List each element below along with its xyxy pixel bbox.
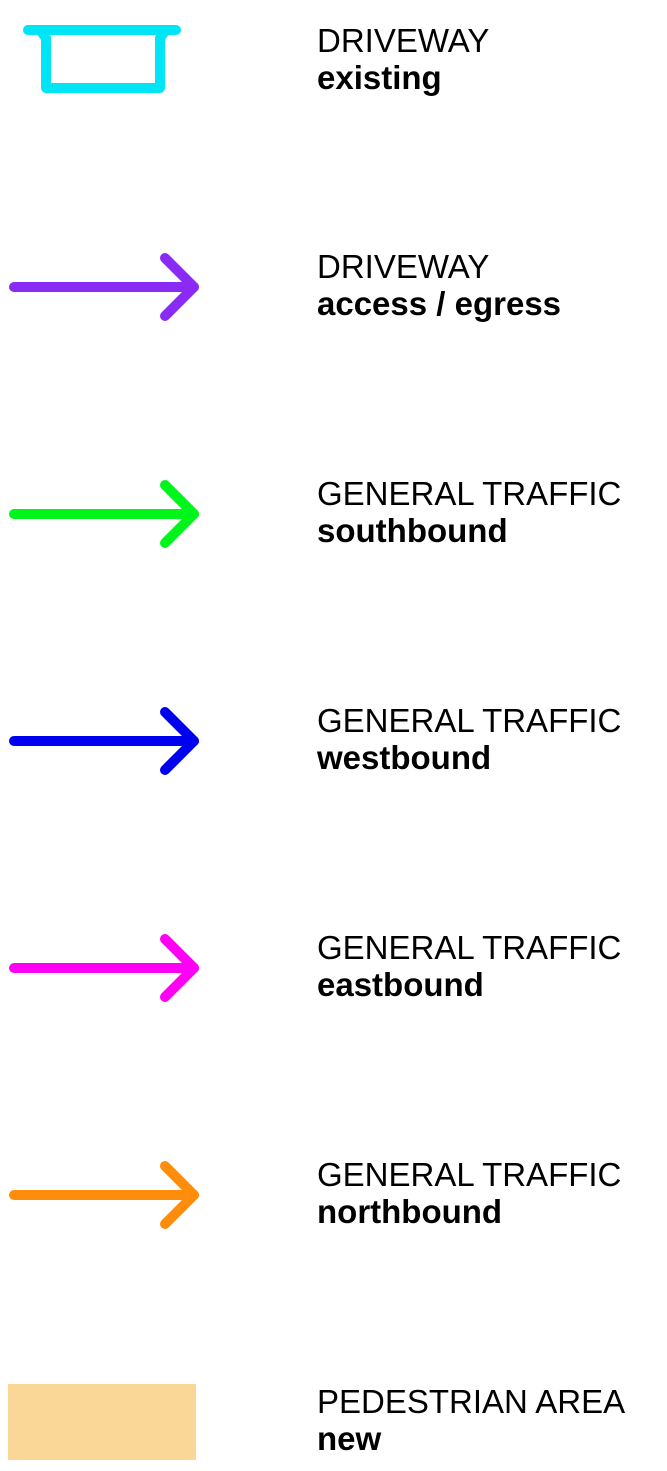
legend-subtitle: existing (317, 59, 442, 96)
arrow-shape (9, 707, 199, 775)
legend-subtitle: westbound (317, 739, 492, 776)
arrow-shape (9, 253, 199, 321)
legend-item-traffic-southbound: GENERAL TRAFFIC southbound (0, 461, 667, 581)
legend-label: GENERAL TRAFFIC westbound (317, 702, 621, 776)
arrow-shape (9, 480, 199, 548)
legend-label: GENERAL TRAFFIC eastbound (317, 929, 621, 1003)
driveway-outline-icon (0, 8, 220, 128)
legend-subtitle: access / egress (317, 285, 562, 322)
legend-subtitle: northbound (317, 1193, 503, 1230)
arrow-shape (9, 1161, 199, 1229)
legend-title: GENERAL TRAFFIC (317, 702, 622, 739)
legend-title: DRIVEWAY (317, 22, 490, 59)
arrow-shape (9, 934, 199, 1002)
arrow-right-icon (0, 688, 220, 808)
legend-title: DRIVEWAY (317, 248, 490, 285)
legend-title: GENERAL TRAFFIC (317, 475, 622, 512)
arrow-right-icon (0, 915, 220, 1035)
legend-subtitle: eastbound (317, 966, 484, 1003)
arrow-right-icon (0, 461, 220, 581)
legend-label: GENERAL TRAFFIC southbound (317, 475, 621, 549)
legend-label: GENERAL TRAFFIC northbound (317, 1156, 621, 1230)
legend-item-driveway-access: DRIVEWAY access / egress (0, 234, 667, 354)
legend-item-traffic-westbound: GENERAL TRAFFIC westbound (0, 688, 667, 808)
pedestrian-area-icon (0, 1369, 220, 1469)
arrow-right-icon (0, 1142, 220, 1262)
legend-title: PEDESTRIAN AREA (317, 1383, 626, 1420)
legend-item-traffic-northbound: GENERAL TRAFFIC northbound (0, 1142, 667, 1262)
legend-label: DRIVEWAY access / egress (317, 248, 561, 322)
legend-item-driveway-existing: DRIVEWAY existing (0, 8, 667, 128)
legend-label: PEDESTRIAN AREA new (317, 1383, 625, 1457)
legend-item-pedestrian-new: PEDESTRIAN AREA new (0, 1369, 667, 1469)
legend-subtitle: new (317, 1420, 382, 1457)
pedestrian-area-swatch (8, 1384, 196, 1460)
arrow-right-icon (0, 234, 220, 354)
legend-subtitle: southbound (317, 512, 508, 549)
legend-title: GENERAL TRAFFIC (317, 1156, 622, 1193)
legend-label: DRIVEWAY existing (317, 22, 489, 96)
legend-title: GENERAL TRAFFIC (317, 929, 622, 966)
driveway-outline-shape (23, 25, 181, 93)
legend-item-traffic-eastbound: GENERAL TRAFFIC eastbound (0, 915, 667, 1035)
